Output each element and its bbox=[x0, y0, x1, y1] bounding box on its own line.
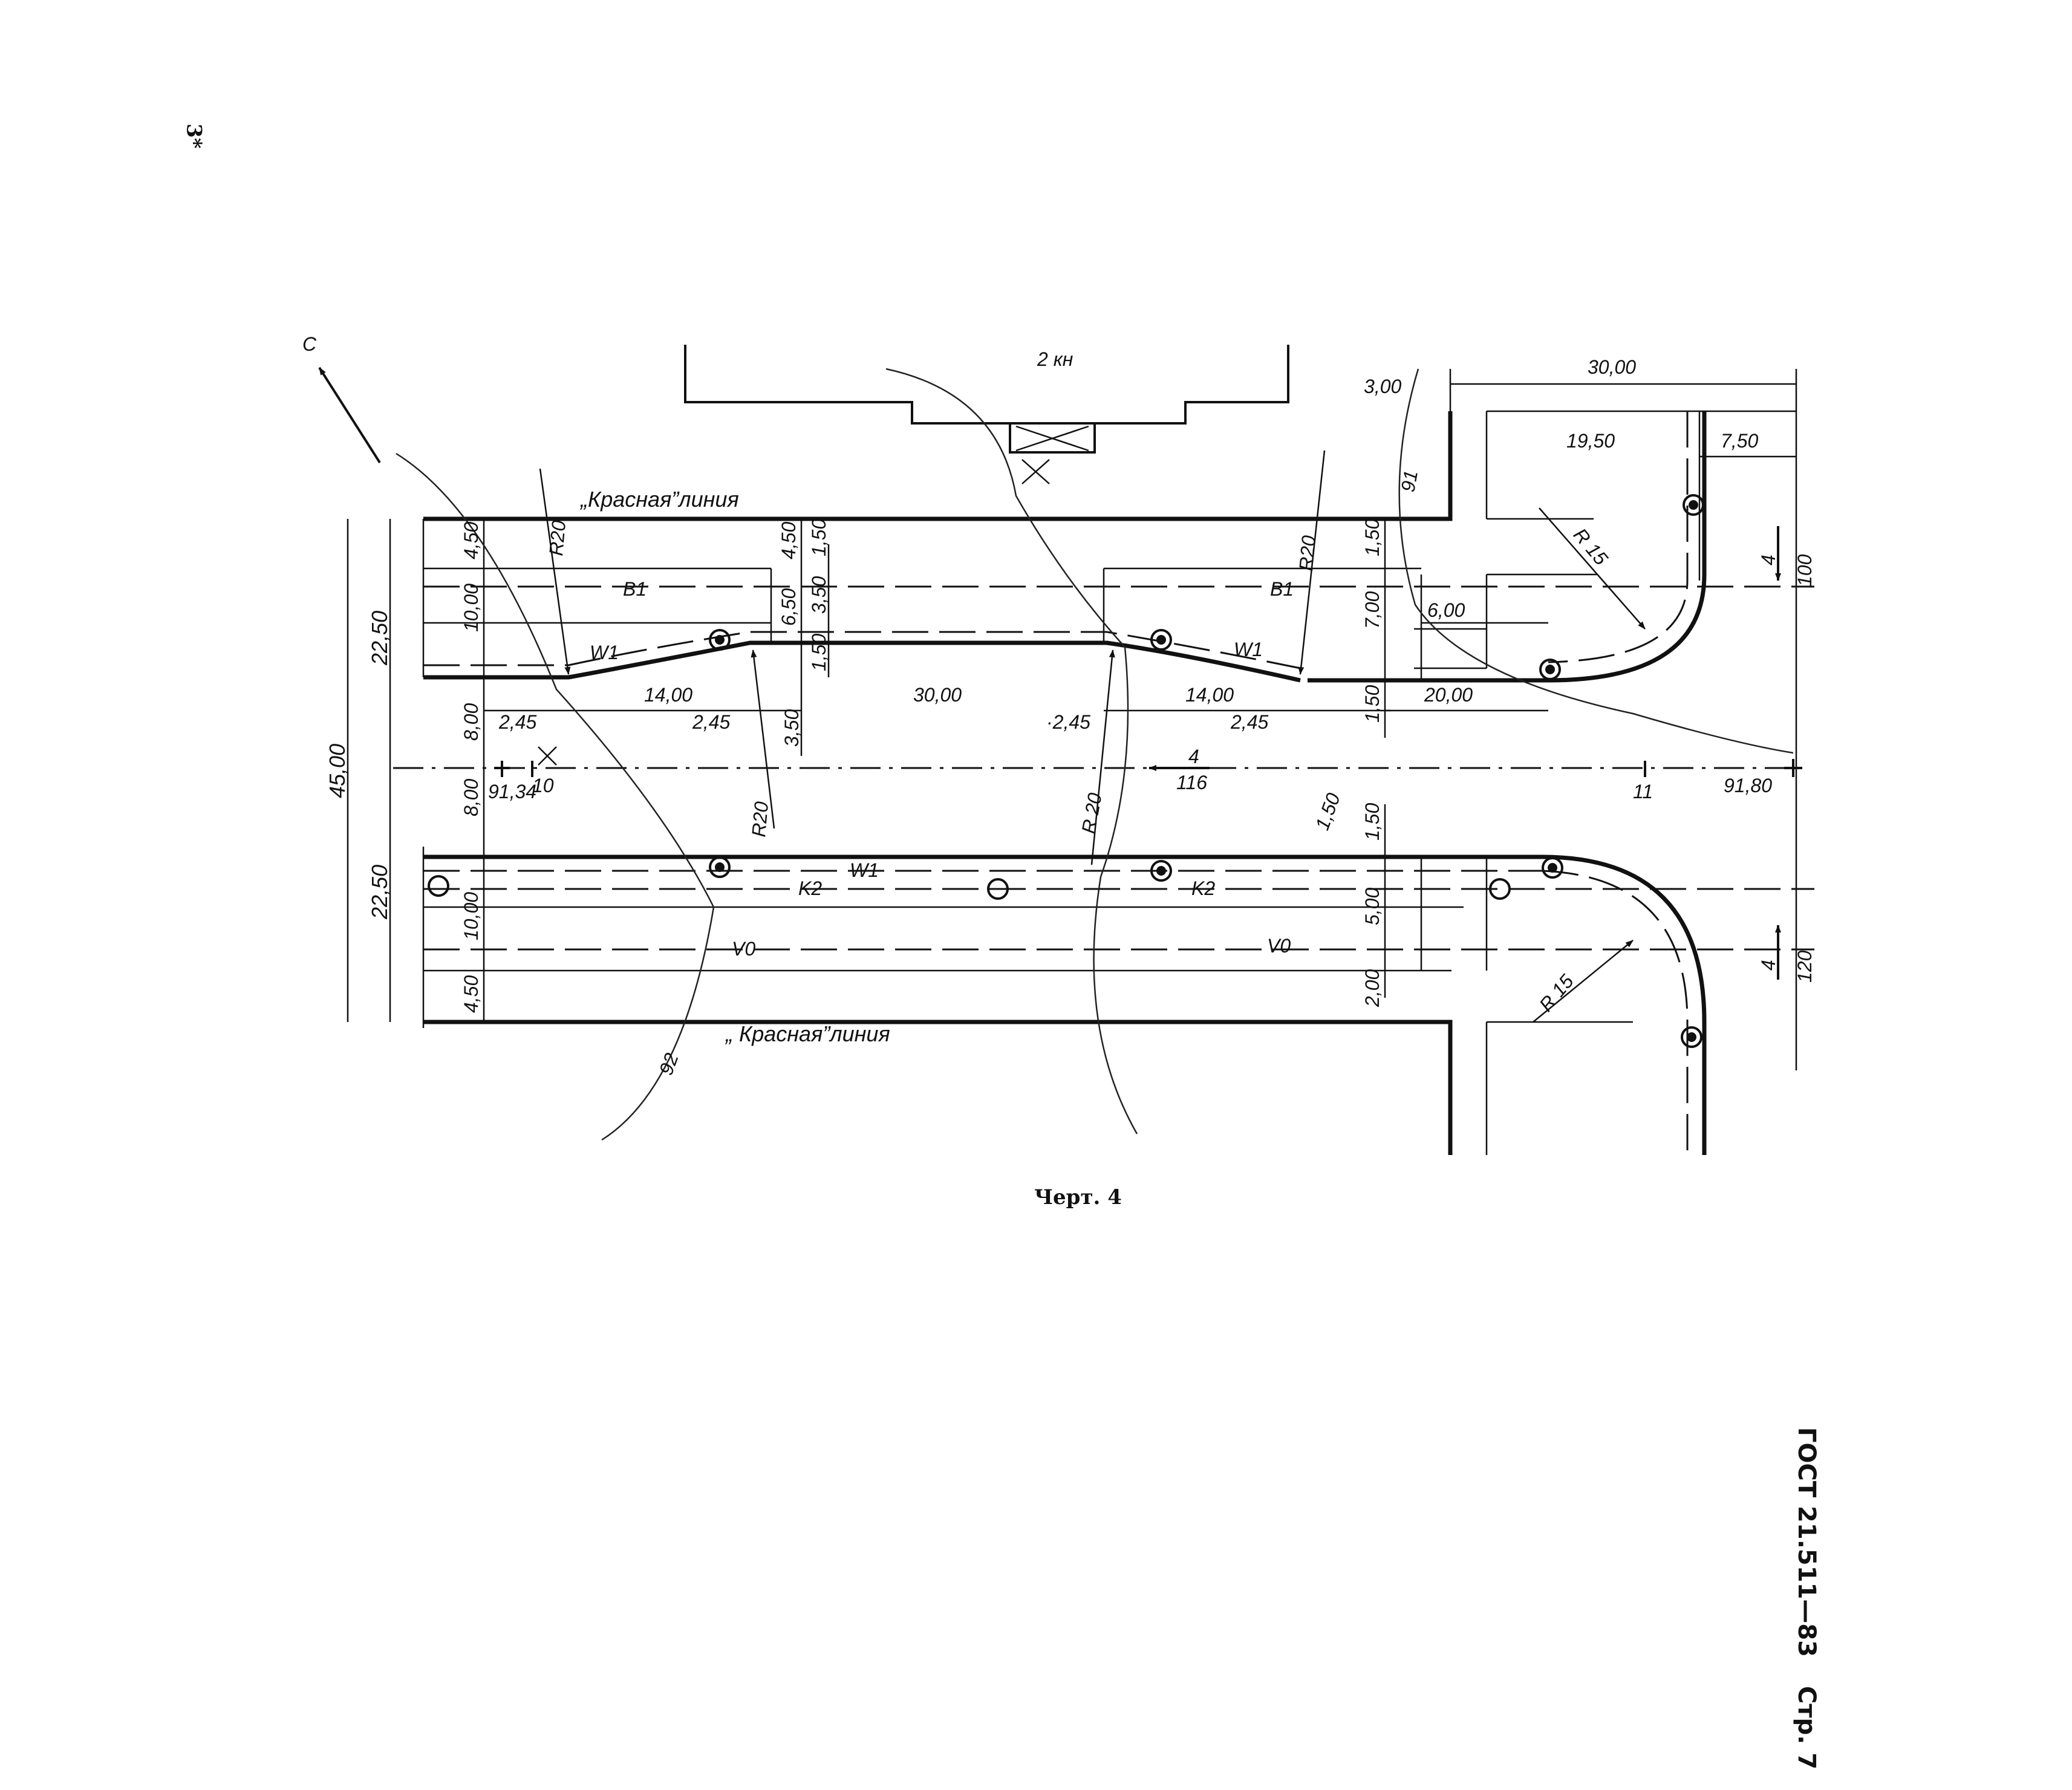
building-label: 2 кн bbox=[1037, 348, 1073, 370]
dim-3-00: 3,00 bbox=[1364, 376, 1401, 397]
dim-45-00: 45,00 bbox=[325, 744, 350, 798]
network-B1-right: B1 bbox=[1270, 578, 1294, 600]
dim-19-50: 19,50 bbox=[1566, 430, 1615, 452]
dimension-lines bbox=[347, 369, 1797, 1070]
dim-2-45-c: ·2,45 bbox=[1046, 711, 1090, 733]
top-road-lines bbox=[423, 567, 1814, 683]
dim-8-00-top-left: 8,00 bbox=[460, 703, 482, 741]
dim-4-50-top-left: 4,50 bbox=[460, 522, 482, 559]
top-red-line bbox=[423, 411, 1453, 521]
bottom-road bbox=[422, 519, 1814, 1155]
dim-6-50: 6,50 bbox=[778, 588, 800, 626]
plan-drawing: 2 кн С „Красная”линия bbox=[302, 333, 1816, 1155]
dim-2-45-a: 2,45 bbox=[498, 711, 536, 733]
contour-lines bbox=[396, 368, 1794, 1141]
radius-r20-b: R20 bbox=[748, 801, 772, 838]
slope-right-bottom: 4 bbox=[1758, 960, 1779, 971]
slope-right-bottom-length: 120 bbox=[1794, 950, 1816, 983]
network-B1-left: B1 bbox=[623, 578, 647, 600]
dim-2-45-b: 2,45 bbox=[692, 711, 730, 733]
contour-92: 92 bbox=[655, 1050, 683, 1078]
dim-1-50-bottom-right-b: 1,50 bbox=[1361, 803, 1383, 841]
dim-3-50-b: 3,50 bbox=[781, 709, 803, 747]
dim-7-00: 7,00 bbox=[1361, 591, 1383, 629]
radius-r15-b: R 15 bbox=[1535, 970, 1578, 1015]
dim-10-00-bottom-left: 10,00 bbox=[460, 892, 482, 940]
dim-5-00: 5,00 bbox=[1361, 888, 1383, 925]
slope-right-top-length: 100 bbox=[1794, 554, 1816, 587]
dim-30-00-top-right: 30,00 bbox=[1588, 356, 1636, 378]
red-line-bottom-label: „ Красная”линия bbox=[725, 1021, 890, 1046]
network-K2-right: K2 bbox=[1191, 877, 1215, 899]
dim-4-50-mid: 4,50 bbox=[778, 522, 800, 559]
dim-10-00-top-left: 10,00 bbox=[460, 584, 482, 632]
dim-1-50-bottom-right-a: 1,50 bbox=[1311, 790, 1344, 833]
pk-right: 91,80 bbox=[1724, 775, 1772, 796]
network-V0-left: V0 bbox=[732, 938, 755, 960]
center-axis bbox=[393, 746, 1802, 777]
dim-3-50-a: 3,50 bbox=[808, 576, 830, 614]
network-K2-left: K2 bbox=[798, 877, 822, 899]
rotated-labels: 45,00 22,50 22,50 4,50 10,00 8,00 8,00 1… bbox=[325, 469, 1816, 1078]
dim-14-00-left: 14,00 bbox=[644, 684, 692, 706]
drawing-caption: Черт. 4 bbox=[1034, 1185, 1122, 1209]
slope-mid: 4 bbox=[1188, 746, 1199, 767]
dim-30-00: 30,00 bbox=[913, 684, 962, 706]
north-arrow bbox=[318, 366, 381, 464]
dim-2-45-d: 2,45 bbox=[1230, 711, 1268, 733]
dim-7-50: 7,50 bbox=[1721, 430, 1758, 452]
network-W1-top-left: W1 bbox=[590, 642, 619, 663]
dim-4-50-bottom-left: 4,50 bbox=[460, 975, 482, 1013]
dim-2-00: 2,00 bbox=[1361, 969, 1383, 1007]
network-V0-right: V0 bbox=[1267, 935, 1291, 957]
wells bbox=[428, 494, 1704, 1048]
top-right-curve bbox=[1308, 411, 1707, 683]
radius-r20-c: R20 bbox=[1295, 535, 1320, 572]
slope-mid-length: 116 bbox=[1176, 772, 1207, 793]
dim-8-00-bottom-left: 8,00 bbox=[460, 779, 482, 816]
standard-number: ГОСТ 21.511—83 bbox=[1793, 1427, 1820, 1658]
dim-22-50-bottom: 22,50 bbox=[367, 865, 392, 920]
pk-10: 10 bbox=[532, 775, 554, 796]
top-right-block bbox=[1414, 411, 1701, 680]
dim-14-00-right: 14,00 bbox=[1185, 684, 1234, 706]
dim-1-50-a: 1,50 bbox=[808, 519, 830, 556]
network-W1-top-right: W1 bbox=[1234, 639, 1263, 660]
radius-r20-d: R 20 bbox=[1077, 791, 1106, 835]
dim-6-00: 6,00 bbox=[1427, 599, 1465, 621]
pk-left: 91,34 bbox=[488, 781, 536, 802]
pk-11: 11 bbox=[1633, 781, 1653, 802]
radius-r20-a: R20 bbox=[545, 519, 570, 557]
dim-1-50-right-b: 1,50 bbox=[1361, 685, 1383, 723]
radius-leaders bbox=[539, 450, 1646, 1023]
building-outline bbox=[684, 345, 1289, 484]
dim-1-50-b: 1,50 bbox=[808, 634, 830, 671]
slope-right-top: 4 bbox=[1758, 555, 1779, 565]
contour-91: 91 bbox=[1396, 469, 1422, 493]
dim-1-50-right-a: 1,50 bbox=[1361, 519, 1383, 556]
network-W1-bottom: W1 bbox=[850, 859, 879, 881]
dim-22-50-top: 22,50 bbox=[367, 611, 392, 666]
north-label: С bbox=[302, 333, 317, 355]
red-line-top-label: „Красная”линия bbox=[579, 487, 739, 512]
dim-20-00: 20,00 bbox=[1424, 684, 1473, 706]
radius-r15-a: R 15 bbox=[1569, 524, 1612, 569]
page-number: Стр. 7 bbox=[1793, 1686, 1820, 1770]
